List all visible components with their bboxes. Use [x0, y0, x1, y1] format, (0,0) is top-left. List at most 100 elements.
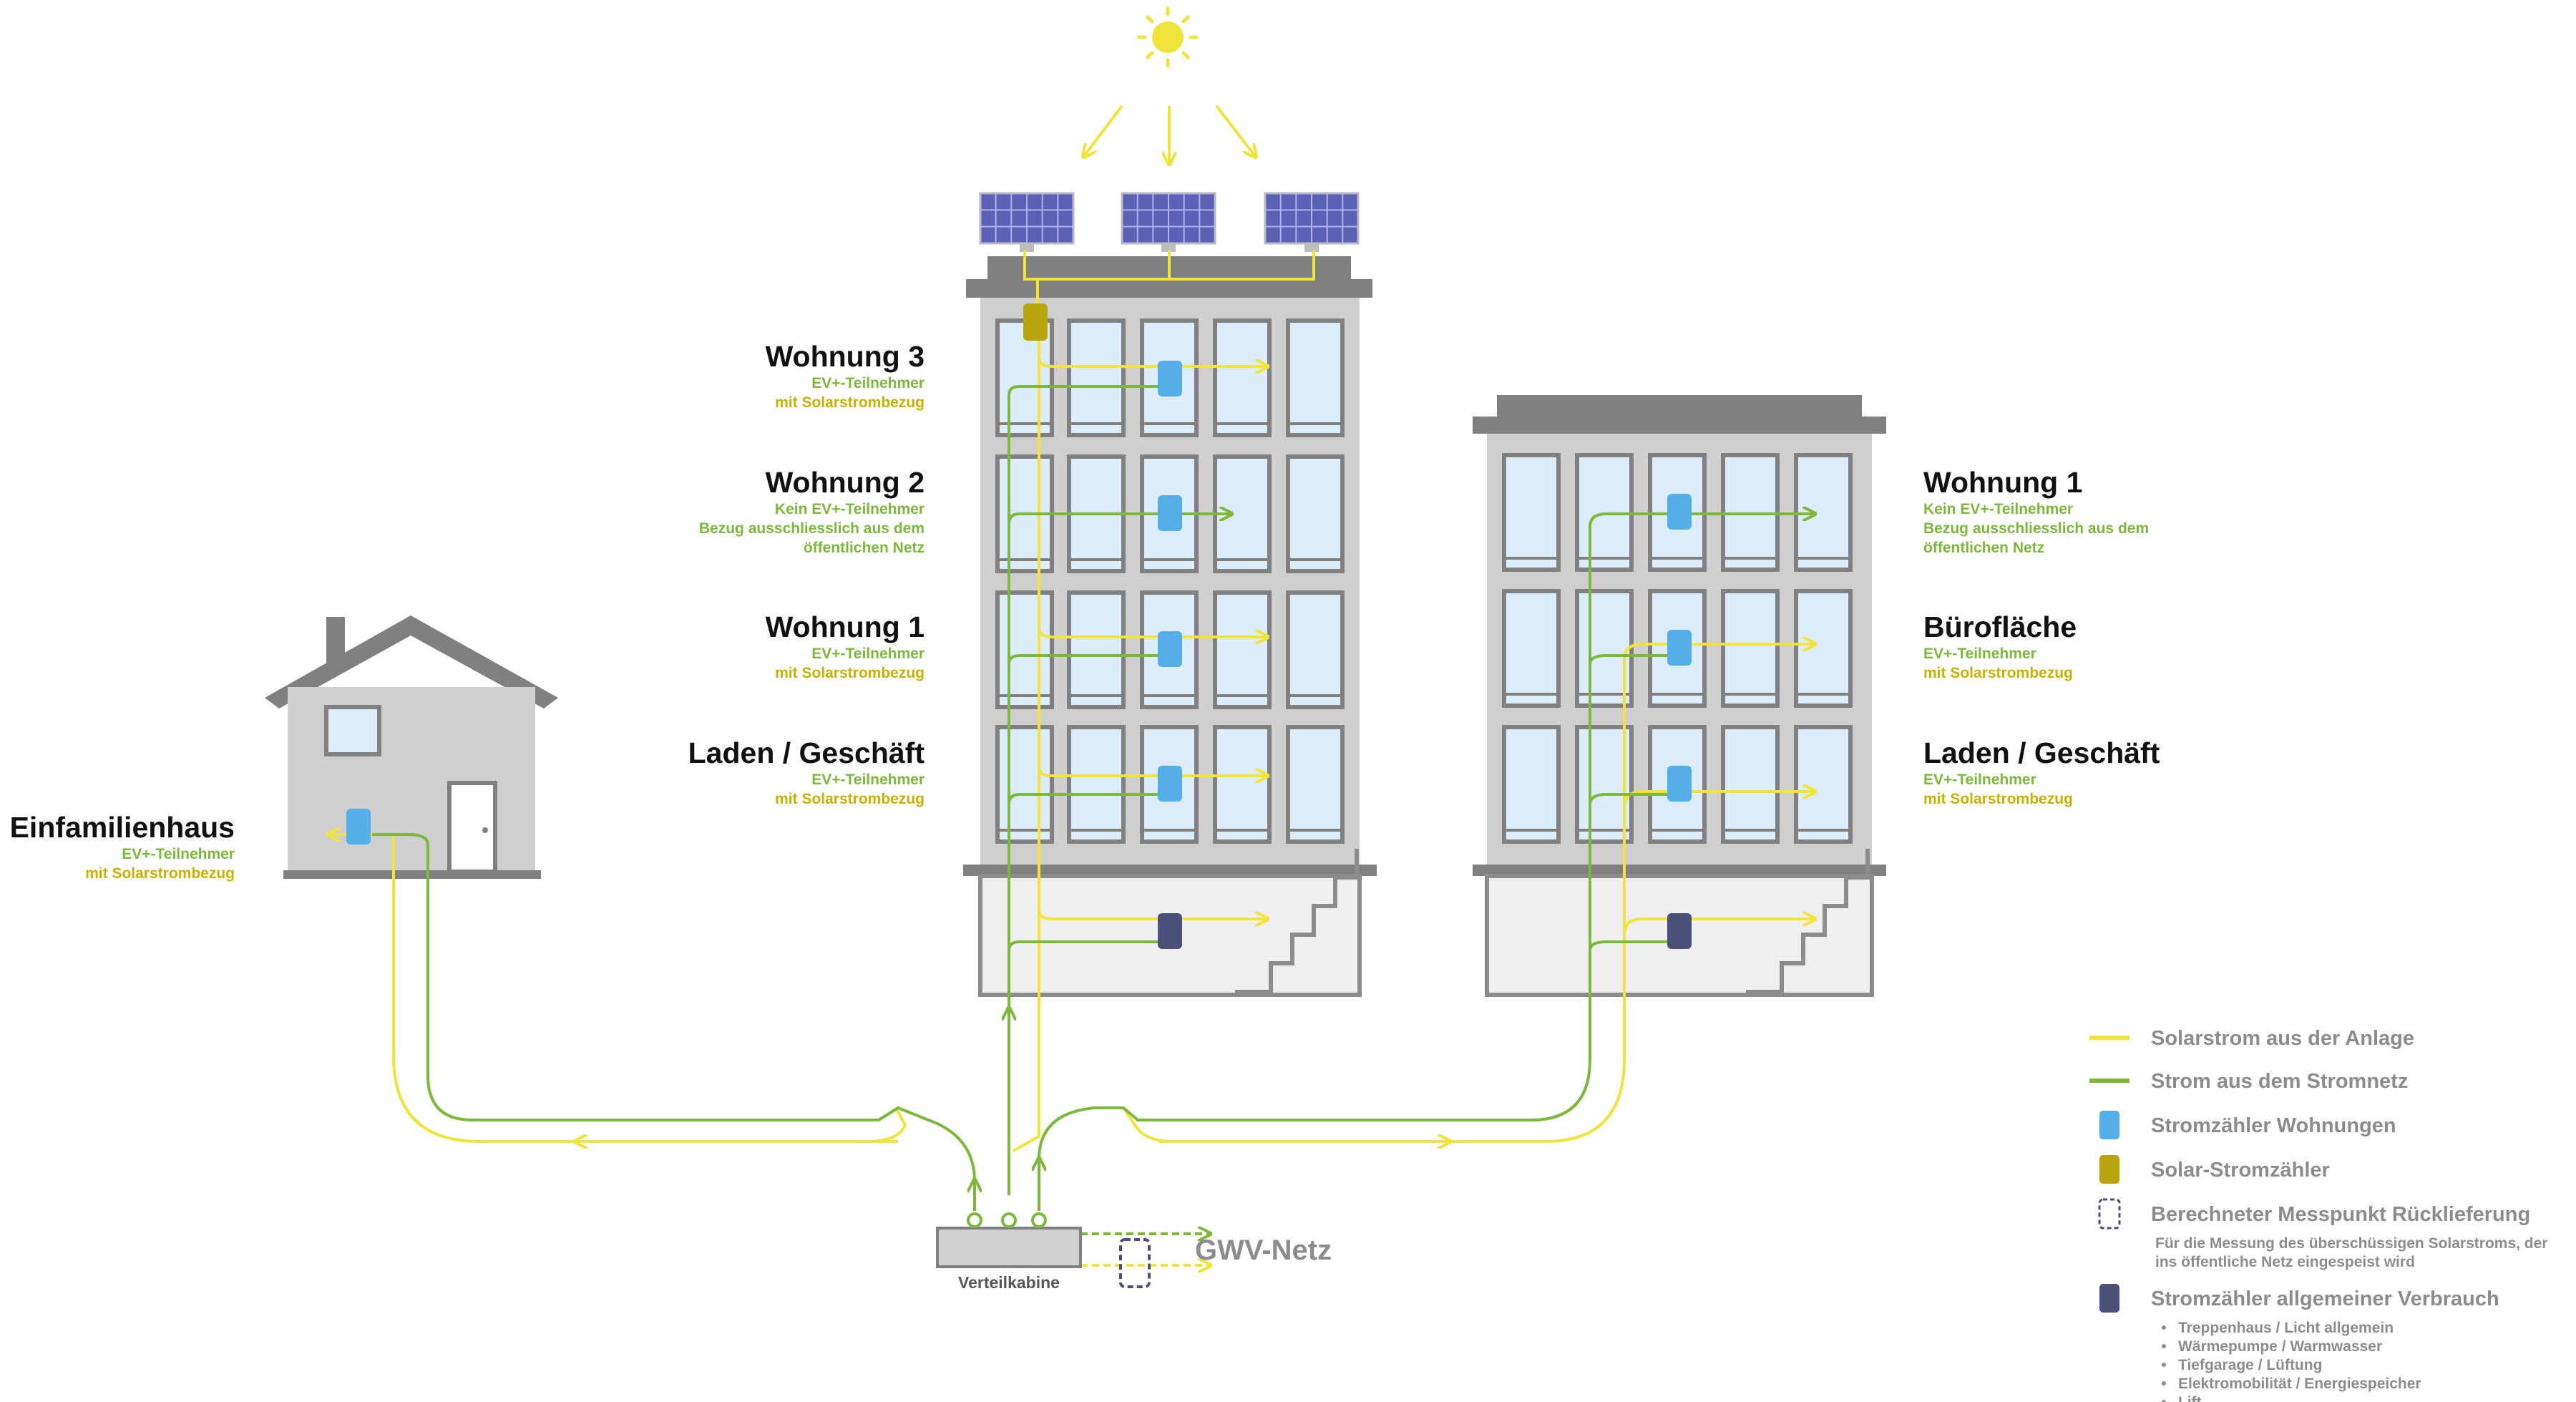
window: [1286, 590, 1345, 709]
sun-icon: [1084, 6, 1255, 163]
window: [1067, 590, 1126, 709]
unit-subtitle: mit Solarstrombezug: [1923, 665, 2073, 681]
distribution-cabinet: Verteilkabine GWV-Netz: [936, 1212, 1332, 1292]
unit-subtitle: Bezug ausschliesslich aus dem: [699, 520, 924, 537]
unit-labels: Wohnung 3 EV+-Teilnehmer mit Solarstrombez…: [10, 340, 2160, 882]
unit-subtitle: mit Solarstrombezug: [1923, 791, 2073, 807]
window: [1067, 318, 1126, 437]
unit-title: Bürofläche: [1923, 610, 2077, 643]
unit-title: Wohnung 3: [766, 340, 924, 373]
unit-subtitle: mit Solarstrombezug: [85, 865, 235, 882]
grid-lines: [372, 385, 1814, 1234]
window: [995, 590, 1054, 709]
meter-icon: [1667, 766, 1692, 802]
legend-bullet: Tiefgarage / Lüftung: [2178, 1357, 2322, 1373]
window: [1067, 725, 1126, 844]
window: [1502, 453, 1561, 572]
legend-meter-icon: [2098, 1198, 2121, 1230]
legend-meter-icon: [2099, 1111, 2119, 1139]
unit-subtitle: öffentlichen Netz: [804, 540, 924, 556]
unit-title: Wohnung 1: [1923, 466, 2082, 499]
cabinet-label: Verteilkabine: [958, 1273, 1060, 1292]
unit-title: Einfamilienhaus: [10, 811, 235, 844]
unit-subtitle: EV+-Teilnehmer: [811, 646, 924, 662]
unit-subtitle: Kein EV+-Teilnehmer: [1923, 501, 2073, 517]
meter-icon: [1158, 361, 1182, 396]
legend-label: Strom aus dem Stromnetz: [2151, 1070, 2408, 1093]
virtual-meter-icon: [1119, 1238, 1151, 1288]
house-icon: [265, 615, 558, 879]
unit-title: Wohnung 1: [766, 610, 924, 643]
legend-meter-icon: [2099, 1155, 2119, 1184]
legend-label: Stromzähler Wohnungen: [2151, 1114, 2396, 1137]
unit-subtitle: mit Solarstrombezug: [775, 394, 924, 411]
general-meter-icon: [1667, 913, 1692, 949]
window: [1286, 725, 1345, 844]
meter-icon: [1667, 630, 1692, 666]
panel-stand: [1304, 243, 1319, 252]
window: [995, 318, 1054, 437]
bullet-dot: [2162, 1344, 2166, 1348]
legend-bullet: Lift: [2178, 1394, 2202, 1402]
window: [1794, 589, 1853, 708]
stairs-icon: [1235, 849, 1359, 994]
building-right: [1473, 395, 1886, 997]
window: [1721, 725, 1780, 844]
unit-title: Wohnung 2: [766, 466, 924, 499]
unit-subtitle: mit Solarstrombezug: [775, 665, 924, 681]
legend-label: Berechneter Messpunkt Rücklieferung: [2151, 1203, 2530, 1226]
unit-subtitle: Kein EV+-Teilnehmer: [775, 501, 924, 517]
legend-label: Solar-Stromzähler: [2151, 1159, 2330, 1182]
bullet-dot: [2162, 1363, 2166, 1367]
legend-meter-icon: [2099, 1284, 2119, 1313]
legend-bullet: Elektromobilität / Energiespeicher: [2178, 1376, 2421, 1392]
window: [1286, 318, 1345, 437]
meter-icons: [346, 303, 1692, 949]
panel-stand: [1020, 243, 1034, 252]
window: [1794, 725, 1853, 844]
unit-subtitle: mit Solarstrombezug: [775, 791, 924, 807]
unit-subtitle: EV+-Teilnehmer: [1923, 646, 2036, 662]
panel-stand: [1161, 243, 1176, 252]
legend-note: ins öffentliche Netz eingespeist wird: [2155, 1254, 2415, 1270]
meter-icon: [346, 809, 371, 844]
meter-icon: [1158, 766, 1182, 802]
legend-bullet: Treppenhaus / Licht allgemein: [2178, 1320, 2394, 1336]
legend-bullet: Wärmepumpe / Warmwasser: [2178, 1338, 2382, 1355]
legend-label: Stromzähler allgemeiner Verbrauch: [2151, 1287, 2499, 1310]
general-meter-icon: [1158, 913, 1182, 949]
legend-note: Für die Messung des überschüssigen Solar…: [2155, 1235, 2547, 1252]
window: [1286, 454, 1345, 573]
window: [1213, 318, 1272, 437]
unit-subtitle: EV+-Teilnehmer: [811, 771, 924, 788]
unit-subtitle: EV+-Teilnehmer: [122, 846, 235, 862]
unit-subtitle: öffentlichen Netz: [1923, 540, 2044, 556]
unit-subtitle: Bezug ausschliesslich aus dem: [1923, 520, 2149, 537]
window: [1721, 589, 1780, 708]
meter-icon: [1158, 631, 1182, 667]
window: [1213, 590, 1272, 709]
window: [1140, 590, 1199, 709]
window: [1502, 725, 1561, 844]
bullet-dot: [2162, 1325, 2166, 1330]
solar-lines: [329, 250, 1814, 1265]
window: [1575, 725, 1634, 844]
unit-subtitle: EV+-Teilnehmer: [811, 375, 924, 391]
unit-subtitle: EV+-Teilnehmer: [1923, 771, 2036, 788]
window: [1213, 725, 1272, 844]
window: [995, 725, 1054, 844]
bullet-dot: [2162, 1400, 2166, 1402]
stairs-icon: [1746, 849, 1870, 994]
solar-meter-icon: [1023, 303, 1048, 341]
meter-icon: [1158, 495, 1182, 531]
legend-label: Solarstrom aus der Anlage: [2151, 1027, 2414, 1050]
bullet-dot: [2162, 1381, 2166, 1386]
window: [1575, 589, 1634, 708]
grid-label: GWV-Netz: [1195, 1235, 1332, 1266]
unit-title: Laden / Geschäft: [688, 736, 925, 769]
window: [1502, 589, 1561, 708]
meter-icon: [1667, 494, 1692, 530]
unit-title: Laden / Geschäft: [1923, 736, 2160, 769]
